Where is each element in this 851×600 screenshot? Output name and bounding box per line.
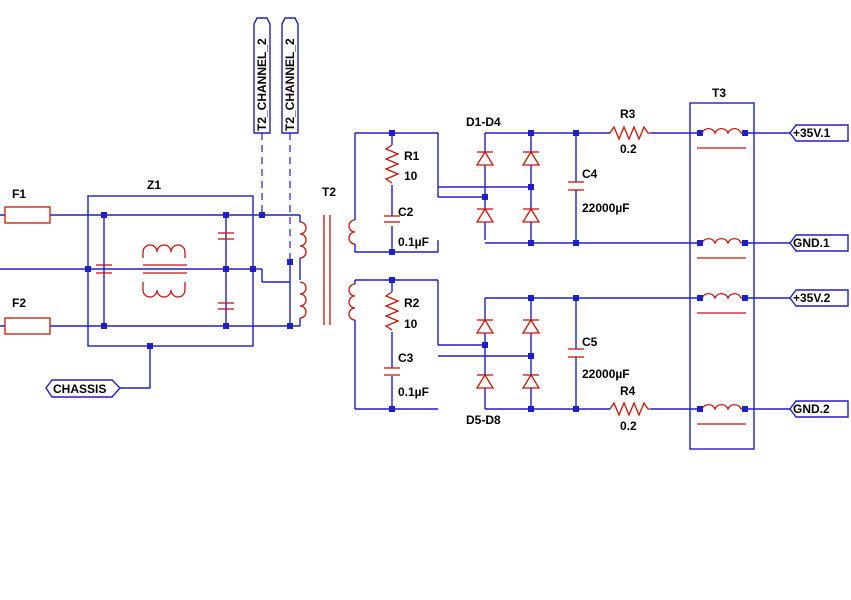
resistor-r4-label: R4 <box>620 384 636 398</box>
capacitor-c5 <box>568 348 584 358</box>
resistor-r2 <box>384 291 400 331</box>
resistor-r1 <box>384 144 400 184</box>
diode-bridge-d1-d4-label: D1-D4 <box>466 115 501 129</box>
fuse-f2-label: F2 <box>12 296 26 310</box>
transformer-t2-label: T2 <box>322 185 336 199</box>
capacitor-c4-label: C4 <box>582 167 598 181</box>
capacitor-c4 <box>568 181 584 191</box>
transformer-t2 <box>225 214 356 327</box>
resistor-r4 <box>609 401 651 417</box>
svg-text:T2_CHANNEL_2: T2_CHANNEL_2 <box>255 38 269 131</box>
fuse-f1-label: F1 <box>12 187 26 201</box>
resistor-r2-value: 10 <box>404 317 418 331</box>
capacitor-c2-value: 0.1µF <box>398 235 429 249</box>
resistor-r1-label: R1 <box>404 149 420 163</box>
port-out-gnd-1: GND.1 <box>789 234 849 252</box>
svg-text:CHASSIS: CHASSIS <box>53 382 106 396</box>
diode-bridge-d1-d4 <box>475 150 541 223</box>
svg-text:GND.2: GND.2 <box>793 402 830 416</box>
capacitor-c2 <box>384 215 400 223</box>
fuse-f1 <box>4 206 51 224</box>
resistor-r3-value: 0.2 <box>620 142 637 156</box>
svg-text:T2_CHANNEL_2: T2_CHANNEL_2 <box>283 38 297 131</box>
filter-z1-label: Z1 <box>147 178 161 192</box>
output-choke-t3-label: T3 <box>712 86 726 100</box>
port-out-pos-1: +35V.1 <box>789 124 849 142</box>
fuse-f2 <box>4 317 51 335</box>
resistor-r3-label: R3 <box>620 107 636 121</box>
port-out-gnd-2: GND.2 <box>789 400 849 418</box>
filter-z1 <box>87 195 254 389</box>
capacitor-c4-value: 22000µF <box>582 201 630 215</box>
resistor-r4-value: 0.2 <box>620 419 637 433</box>
port-chassis: CHASSIS <box>45 379 121 398</box>
diode-bridge-d5-d8 <box>475 318 541 389</box>
capacitor-c3 <box>384 367 400 376</box>
svg-text:+35V.1: +35V.1 <box>793 126 831 140</box>
svg-text:+35V.2: +35V.2 <box>793 291 831 305</box>
diode-bridge-d5-d8-label: D5-D8 <box>466 413 501 427</box>
svg-text:GND.1: GND.1 <box>793 236 830 250</box>
capacitor-c3-value: 0.1µF <box>398 385 429 399</box>
resistor-r3 <box>609 125 651 141</box>
port-t2-channel-b: T2_CHANNEL_2 <box>281 17 299 134</box>
capacitor-c2-label: C2 <box>398 205 414 219</box>
capacitor-c5-value: 22000µF <box>582 367 630 381</box>
capacitor-c3-label: C3 <box>398 351 414 365</box>
resistor-r1-value: 10 <box>404 169 418 183</box>
output-choke-t3 <box>689 102 790 450</box>
junction-nodes <box>85 130 748 412</box>
port-t2-channel-a: T2_CHANNEL_2 <box>253 17 271 134</box>
capacitor-c5-label: C5 <box>582 335 598 349</box>
resistor-r2-label: R2 <box>404 296 420 310</box>
port-out-pos-2: +35V.2 <box>789 289 849 307</box>
